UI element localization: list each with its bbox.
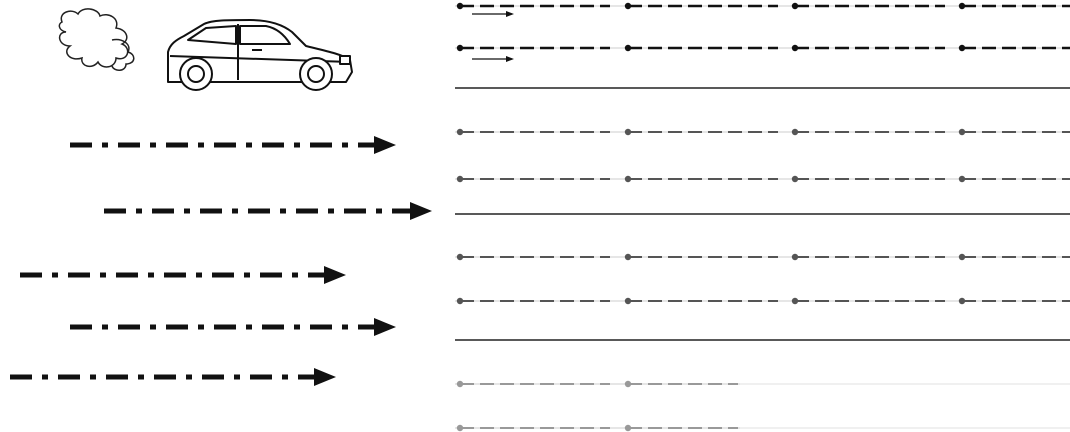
start-dot: [456, 128, 464, 136]
start-dot: [624, 253, 632, 261]
tracing-group: [455, 128, 1070, 215]
trace-line: [455, 253, 1070, 261]
tracing-group: [455, 253, 1070, 341]
start-dot: [456, 380, 464, 388]
start-dot: [958, 253, 966, 261]
tracing-group: [455, 2, 1070, 89]
start-dot: [456, 2, 464, 10]
tracing-group: [455, 380, 1070, 432]
start-dot: [624, 128, 632, 136]
start-dot: [958, 297, 966, 305]
direction-arrow-icon: [472, 56, 514, 62]
start-dot: [624, 297, 632, 305]
start-dot: [456, 253, 464, 261]
start-dot: [791, 44, 799, 52]
dash-dot-arrow: [70, 318, 396, 336]
trace-line: [455, 380, 1070, 388]
start-dot: [624, 2, 632, 10]
start-dot: [456, 297, 464, 305]
start-dot: [624, 424, 632, 432]
dash-dot-arrow: [70, 136, 396, 154]
start-dot: [958, 44, 966, 52]
start-dot: [624, 380, 632, 388]
trace-line: [455, 2, 1070, 10]
start-dot: [791, 175, 799, 183]
trace-line: [455, 128, 1070, 136]
start-dot: [456, 44, 464, 52]
start-dot: [958, 2, 966, 10]
start-dot: [624, 175, 632, 183]
start-dot: [958, 128, 966, 136]
trace-line: [455, 175, 1070, 183]
trace-line: [455, 424, 1070, 432]
dash-dot-arrow: [20, 266, 346, 284]
dash-dot-arrow: [104, 202, 432, 220]
left-arrows-group: [10, 136, 432, 386]
direction-arrow-icon: [472, 11, 514, 17]
cloud-icon: [58, 8, 135, 71]
start-dot: [624, 44, 632, 52]
trace-line: [455, 44, 1070, 52]
start-dot: [791, 253, 799, 261]
start-dot: [958, 175, 966, 183]
car-icon: [167, 19, 353, 91]
start-dot: [791, 2, 799, 10]
start-dot: [456, 424, 464, 432]
start-dot: [456, 175, 464, 183]
start-dot: [791, 297, 799, 305]
start-dot: [791, 128, 799, 136]
dash-dot-arrow: [10, 368, 336, 386]
tracing-rows-group: [455, 2, 1070, 432]
trace-line: [455, 297, 1070, 305]
